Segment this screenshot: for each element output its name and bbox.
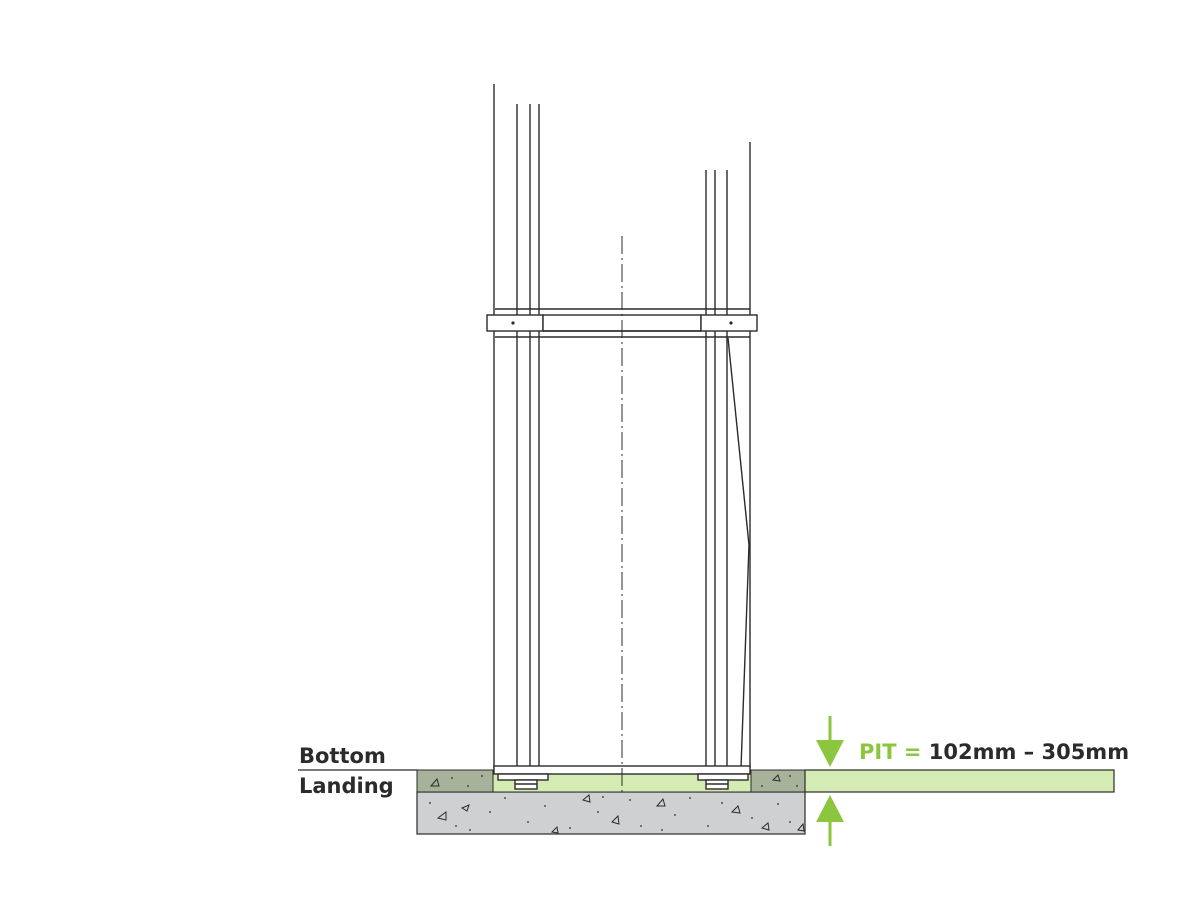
landing-label-line1: Bottom [299,744,386,768]
bolt-markers [511,321,733,325]
pit-dimension-label: PIT = 102mm – 305mm [859,742,1129,763]
lift-mast [486,84,758,790]
landing-label-line2: Landing [299,774,394,798]
pit-dimension-arrows [816,716,844,846]
concrete-foundation [416,791,806,835]
pit-value: 102mm – 305mm [928,740,1130,764]
pit-key: PIT = [859,740,922,764]
